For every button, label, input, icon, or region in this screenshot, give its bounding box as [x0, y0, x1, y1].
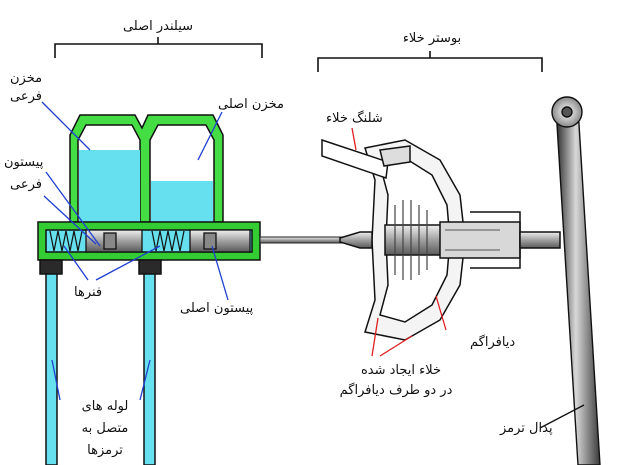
vacuum-booster: [339, 139, 561, 341]
aux-reservoir-label-1: مخزن: [10, 71, 43, 86]
reservoirs: [69, 114, 224, 223]
springs-label: فنرها: [74, 285, 103, 300]
aux-piston-label-2: فرعی: [10, 177, 42, 192]
vacuum-hose-label: شلنگ خلاء: [326, 111, 383, 126]
springs: [49, 230, 185, 252]
brake-pedal-label: پدال ترمز: [500, 421, 553, 436]
aux-reservoir-label-2: فرعی: [10, 89, 42, 104]
leader-lines: [41, 101, 585, 429]
vacuum-label-2: در دو طرف دیافراگم: [339, 383, 453, 398]
push-rod: [259, 236, 351, 244]
vacuum-booster-title: بوستر خلاء: [402, 31, 462, 46]
brake-pedal: [551, 96, 601, 465]
pipes-label-1: لوله های: [81, 399, 129, 414]
main-reservoir-label: مخزن اصلی: [218, 97, 284, 112]
pipes-label-2: متصل به: [81, 421, 129, 436]
diaphragm-label: دیافراگم: [470, 335, 516, 350]
main-piston-label: پیستون اصلی: [180, 301, 254, 316]
vacuum-hose: [321, 138, 411, 180]
pistons: [85, 229, 251, 253]
pipes-label-3: ترمزها: [87, 443, 123, 458]
vacuum-booster-bracket: [317, 51, 543, 72]
aux-piston-label-1: پیستون: [4, 155, 44, 170]
master-cylinder-title: سیلندر اصلی: [122, 19, 194, 34]
vacuum-label-1: خلاء ایجاد شده: [360, 363, 442, 378]
master-cylinder-bracket: [54, 37, 263, 58]
